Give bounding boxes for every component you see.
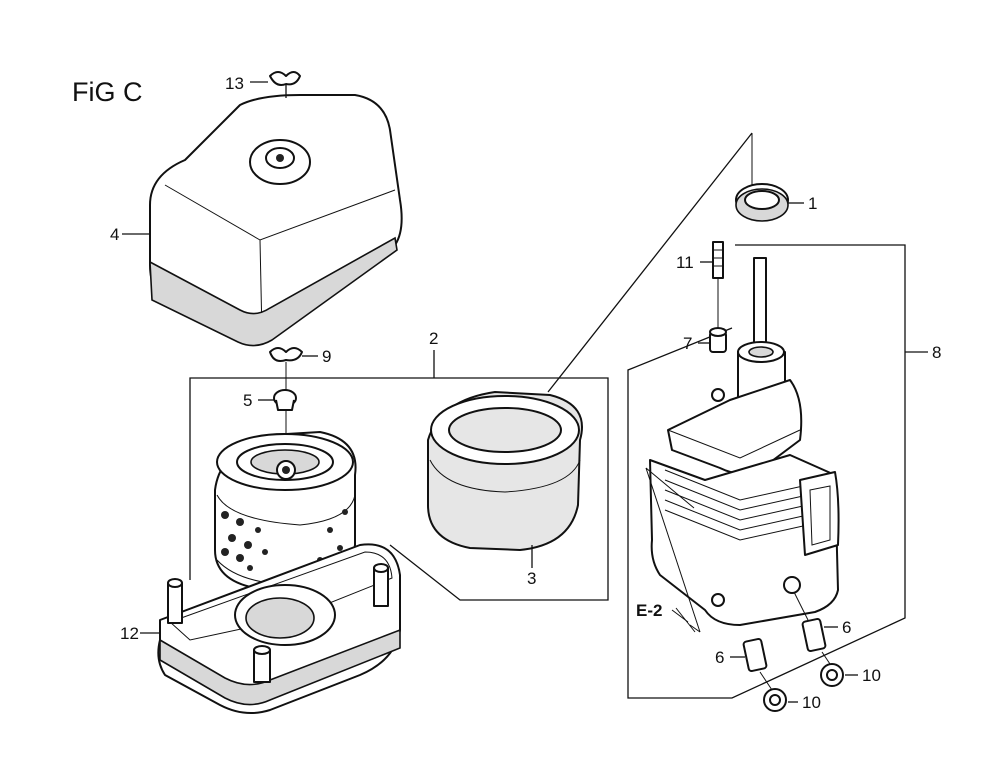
callout-10-left: 10 bbox=[802, 693, 821, 712]
callout-8: 8 bbox=[932, 343, 941, 362]
collar-7 bbox=[709, 327, 727, 353]
callout-6-left: 6 bbox=[715, 648, 724, 667]
figure-title: FiG C bbox=[72, 77, 143, 107]
callout-4: 4 bbox=[110, 225, 119, 244]
callout-11: 11 bbox=[676, 253, 694, 272]
nut-10-right bbox=[820, 663, 844, 687]
reference-e2: E-2 bbox=[636, 601, 662, 620]
wing-nut-13 bbox=[269, 71, 301, 98]
callout-13: 13 bbox=[225, 74, 244, 93]
air-cleaner-base bbox=[157, 543, 401, 715]
callout-5: 5 bbox=[243, 391, 252, 410]
callout-10-right: 10 bbox=[862, 666, 881, 685]
nut-10-left bbox=[763, 688, 787, 712]
paper-element bbox=[214, 431, 357, 591]
seal-ring bbox=[735, 183, 789, 222]
foam-element bbox=[427, 390, 583, 552]
callout-9: 9 bbox=[322, 347, 331, 366]
grommet-5 bbox=[273, 389, 297, 411]
callout-3: 3 bbox=[527, 569, 536, 588]
callout-12: 12 bbox=[120, 624, 139, 643]
air-cleaner-case bbox=[649, 257, 840, 626]
callout-2: 2 bbox=[429, 329, 438, 348]
wing-nut-9 bbox=[269, 347, 303, 362]
dowel-6-right bbox=[801, 618, 827, 652]
air-cleaner-cover bbox=[149, 94, 403, 347]
dowel-6-left bbox=[742, 638, 768, 672]
callout-1: 1 bbox=[808, 194, 817, 213]
callout-6-right: 6 bbox=[842, 618, 851, 637]
stud-11 bbox=[712, 241, 724, 279]
callout-7: 7 bbox=[683, 334, 692, 353]
